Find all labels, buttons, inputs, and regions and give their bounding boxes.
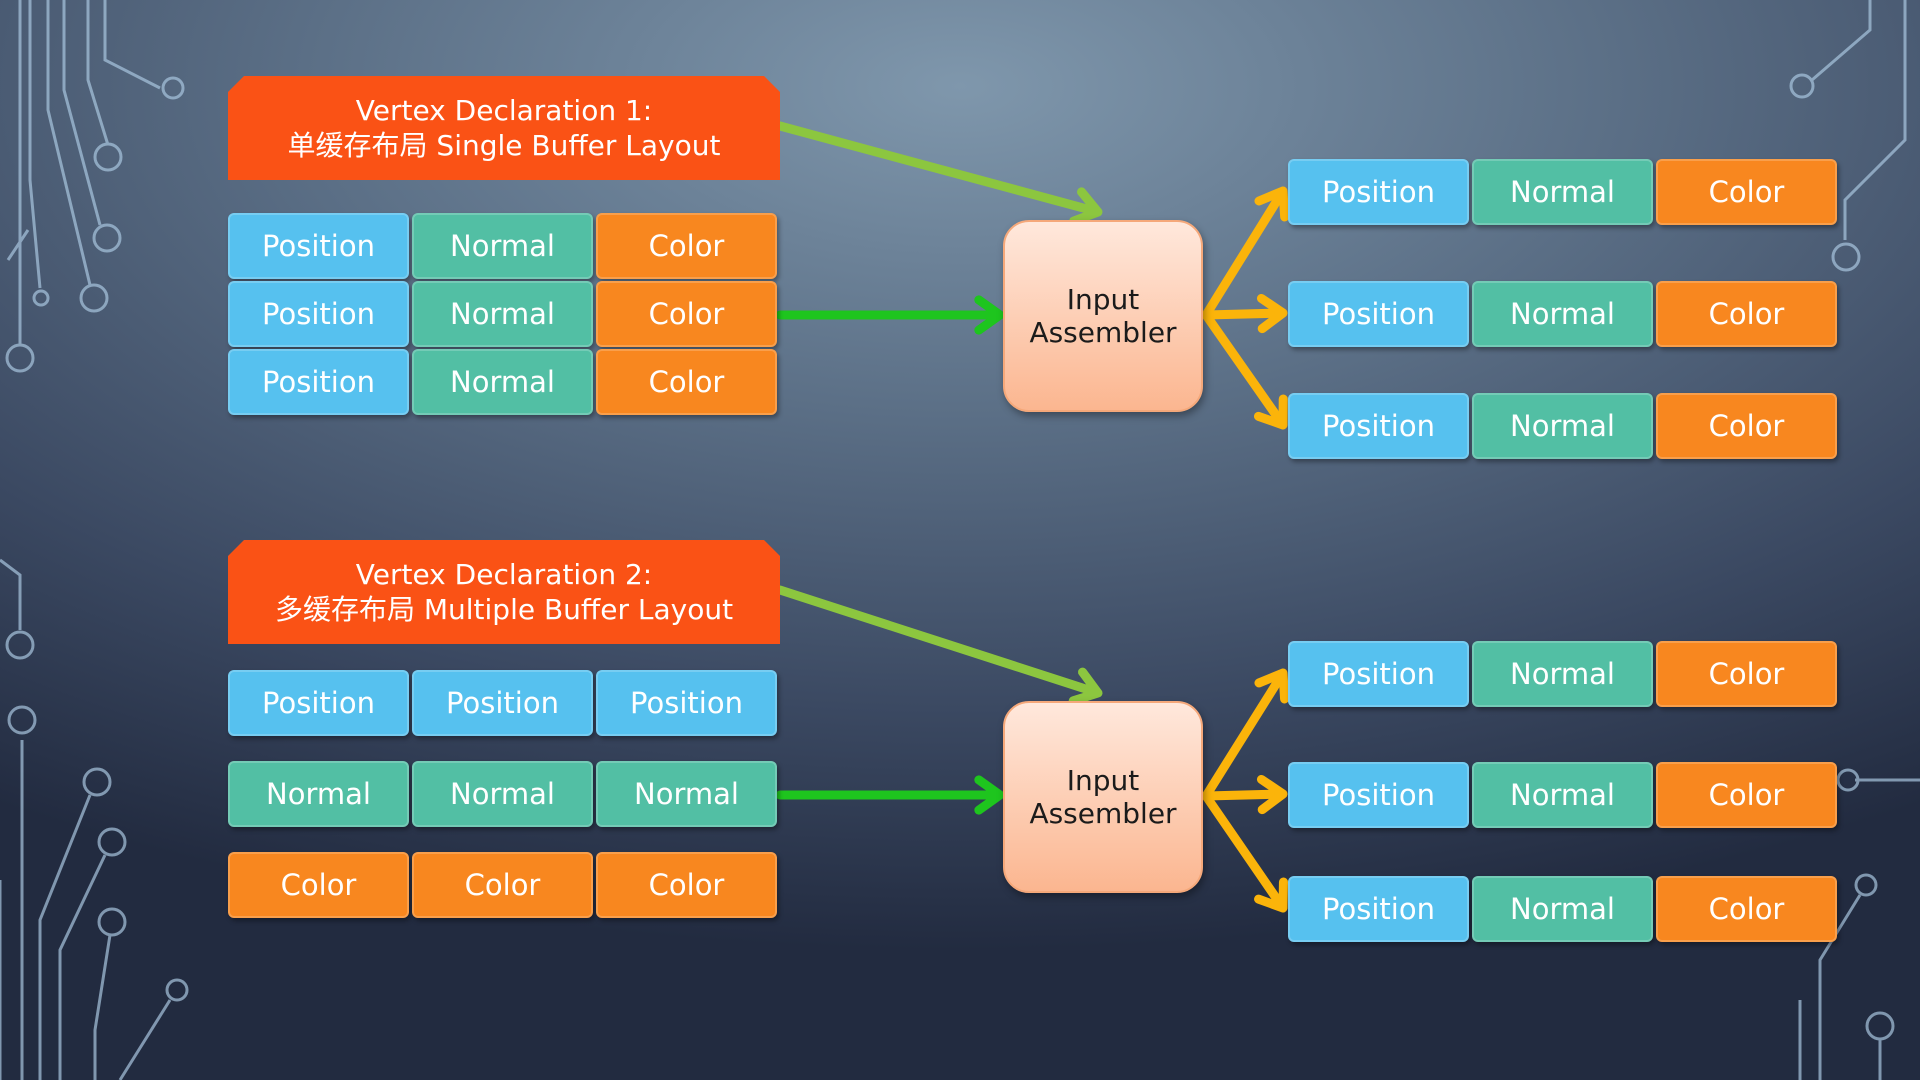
assembler-line-1: Input: [1066, 283, 1140, 316]
output-1-normal-cell: Normal: [1472, 159, 1653, 225]
title-2-to-assembler-arrow: [775, 585, 1103, 706]
output-1-color-cell: Color: [1656, 281, 1837, 347]
vertex-declaration-2-title: Vertex Declaration 2:多缓存布局 Multiple Buff…: [228, 540, 780, 644]
buffer-2-normal-cell: Normal: [228, 761, 409, 827]
assembler-1-to-output-1-arrow: [1201, 186, 1290, 320]
output-2-position-cell: Position: [1288, 641, 1469, 707]
title-line-1: Vertex Declaration 1:: [355, 94, 653, 127]
output-2-position-cell: Position: [1288, 876, 1469, 942]
buffer-1-position-cell: Position: [228, 349, 409, 415]
buffer-1-color-cell: Color: [596, 349, 777, 415]
output-1-position-cell: Position: [1288, 393, 1469, 459]
buffer-1-normal-cell: Normal: [412, 213, 593, 279]
buffer-2-normal-cell: Normal: [412, 761, 593, 827]
output-1-position-cell: Position: [1288, 281, 1469, 347]
buffer-2-color-cell: Color: [412, 852, 593, 918]
buffer-2-normal-cell: Normal: [596, 761, 777, 827]
assembler-2-to-output-3-arrow: [1201, 791, 1288, 913]
output-2-normal-cell: Normal: [1472, 762, 1653, 828]
title-line-2: 多缓存布局 Multiple Buffer Layout: [274, 593, 734, 626]
output-1-color-cell: Color: [1656, 393, 1837, 459]
buffer-1-normal-cell: Normal: [412, 281, 593, 347]
vertex-declaration-1-title: Vertex Declaration 1:单缓存布局 Single Buffer…: [228, 76, 780, 180]
assembler-line-2: Assembler: [1029, 316, 1177, 349]
assembler-1-to-output-2-arrow: [1201, 293, 1288, 334]
buffer-1-to-assembler-arrow: [775, 295, 1005, 335]
assembler-2-to-output-2-arrow: [1201, 774, 1288, 815]
output-2-color-cell: Color: [1656, 762, 1837, 828]
buffer-1-normal-cell: Normal: [412, 349, 593, 415]
assembler-line-2: Assembler: [1029, 797, 1177, 830]
output-2-color-cell: Color: [1656, 876, 1837, 942]
title-line-1: Vertex Declaration 2:: [355, 558, 653, 591]
buffer-2-color-cell: Color: [228, 852, 409, 918]
assembler-2-to-output-1-arrow: [1201, 668, 1290, 801]
buffer-1-position-cell: Position: [228, 281, 409, 347]
buffer-2-color-cell: Color: [596, 852, 777, 918]
buffer-2-position-cell: Position: [596, 670, 777, 736]
output-1-normal-cell: Normal: [1472, 393, 1653, 459]
output-2-color-cell: Color: [1656, 641, 1837, 707]
output-2-normal-cell: Normal: [1472, 641, 1653, 707]
assembler-line-1: Input: [1066, 764, 1140, 797]
title-1-to-assembler-arrow: [775, 121, 1103, 226]
assembler-1-to-output-3-arrow: [1201, 310, 1288, 430]
buffer-2-to-assembler-arrow: [775, 775, 1005, 815]
output-2-position-cell: Position: [1288, 762, 1469, 828]
buffer-1-color-cell: Color: [596, 213, 777, 279]
buffer-2-position-cell: Position: [228, 670, 409, 736]
buffer-1-color-cell: Color: [596, 281, 777, 347]
output-1-color-cell: Color: [1656, 159, 1837, 225]
title-line-2: 单缓存布局 Single Buffer Layout: [287, 129, 721, 162]
buffer-2-position-cell: Position: [412, 670, 593, 736]
output-2-normal-cell: Normal: [1472, 876, 1653, 942]
output-1-normal-cell: Normal: [1472, 281, 1653, 347]
output-1-position-cell: Position: [1288, 159, 1469, 225]
buffer-1-position-cell: Position: [228, 213, 409, 279]
